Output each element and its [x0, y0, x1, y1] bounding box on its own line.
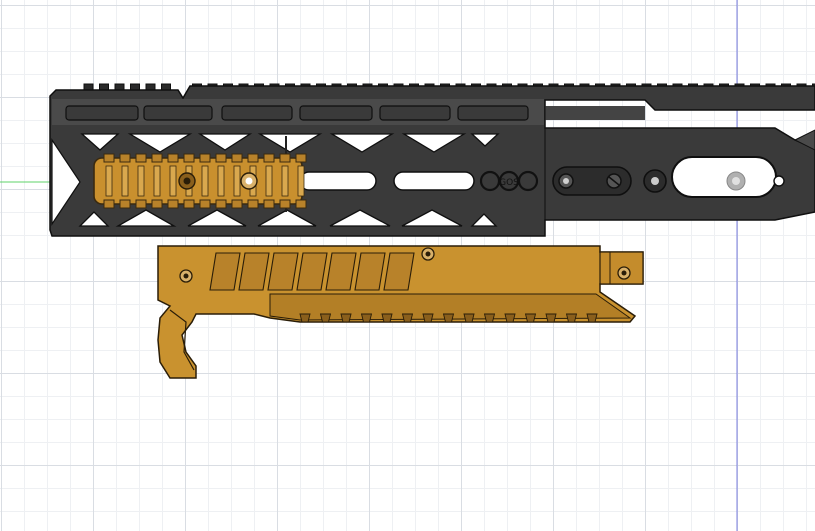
- grip-groove: [383, 252, 415, 291]
- lightening-cut: [470, 133, 500, 147]
- origin-point-icon[interactable]: [726, 171, 746, 191]
- grip-groove: [354, 252, 386, 291]
- handle-lever: [169, 309, 195, 371]
- lightening-cut: [329, 209, 391, 227]
- lightening-cut: [257, 133, 323, 153]
- lightening-cut: [197, 133, 253, 151]
- grip-groove: [325, 252, 357, 291]
- upper-lightening-cuts: [80, 133, 500, 153]
- lightening-cut: [401, 209, 463, 227]
- lower-lightening-cuts: [78, 209, 498, 227]
- top-slot: [299, 105, 373, 121]
- rail-teeth: [103, 153, 307, 209]
- grip-groove: [267, 252, 299, 291]
- charging-handle-assembly[interactable]: [157, 245, 644, 379]
- top-slot: [221, 105, 293, 121]
- lower-teeth: [299, 313, 598, 323]
- picatinny-rail-segment[interactable]: [93, 153, 307, 209]
- lightening-cut: [401, 133, 467, 153]
- lightening-cut: [127, 133, 193, 153]
- lightening-cut: [329, 133, 395, 153]
- logo-text: GOS: [499, 178, 519, 188]
- lightening-cut: [257, 209, 317, 227]
- top-slot: [143, 105, 213, 121]
- lightening-cut: [470, 213, 498, 227]
- side-slot-1: [299, 171, 377, 191]
- grip-groove: [238, 252, 270, 291]
- end-cap-cut: [51, 138, 81, 226]
- top-slot: [457, 105, 529, 121]
- grip-grooves: [209, 252, 415, 291]
- lightening-cut: [80, 133, 120, 151]
- grip-groove: [209, 252, 241, 291]
- side-slot-2: [393, 171, 475, 191]
- lightening-cut: [115, 209, 177, 227]
- top-slot: [65, 105, 139, 121]
- lightening-cut: [187, 209, 247, 227]
- front-slot: [671, 156, 777, 198]
- top-slot: [379, 105, 451, 121]
- grip-groove: [296, 252, 328, 291]
- front-pin: [773, 175, 785, 187]
- lightening-cut: [78, 211, 110, 227]
- gos-logo: GOS: [479, 170, 539, 192]
- top-mlok-slots: [65, 105, 645, 121]
